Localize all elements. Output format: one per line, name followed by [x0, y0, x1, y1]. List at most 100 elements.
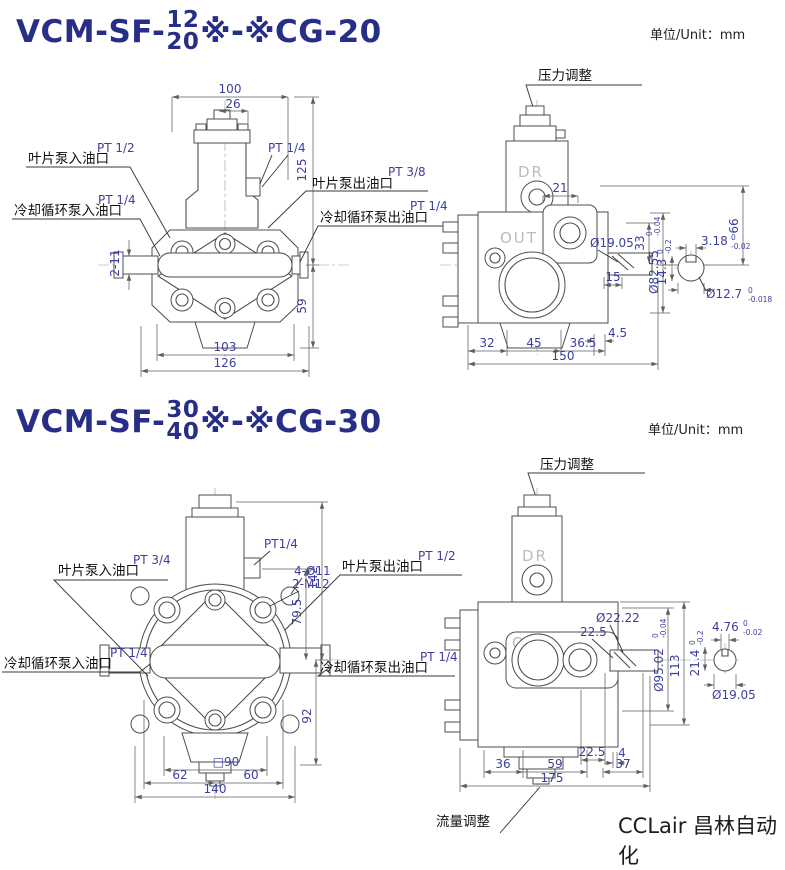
dim-body-dia-tol-top: 0	[651, 633, 660, 638]
pressure-valve-tower	[185, 109, 261, 229]
dim-key-width-tol-bot: -0.02	[731, 242, 751, 251]
dim-4p5: 4.5	[608, 326, 627, 340]
label-vane-outlet: 叶片泵出油口	[312, 176, 393, 192]
top-port-stub	[245, 177, 261, 197]
dim-100: 100	[219, 82, 242, 96]
front-dimensions-pump30: PT1/4 4-Ø11 2-M12 142 79.5 92 □90 62	[134, 501, 331, 803]
dim-key-height-tol-bot: -0.2	[696, 630, 705, 645]
dim-key-width: 3.18	[701, 234, 728, 248]
dim-59: 59	[295, 298, 309, 313]
dim-key-height-tol-top: 0	[688, 640, 697, 645]
pump-body-front	[113, 229, 309, 349]
dim-key-width-tol-top: 0	[731, 233, 736, 242]
pump-body-side: DR OUT	[442, 105, 653, 349]
dim-150: 150	[552, 349, 575, 363]
side-dimensions-pump30: Ø22.22 22.5 Ø95.02 0 -0.04 113 22.5 4	[459, 601, 690, 792]
brand-text: CCLair 昌林自动化	[618, 814, 778, 868]
shaft-detail-pump20: 3.18 0 -0.02 14.3 0 -0.2 Ø12.7 0 -0.018	[655, 233, 772, 304]
dim-body-dia-tol-bot: -0.04	[653, 216, 662, 236]
title-fraction: 30 40	[166, 399, 200, 445]
mount-foot	[181, 732, 249, 763]
dim-142: 142	[306, 567, 320, 590]
dim-key-height-tol-bot: -0.2	[664, 239, 673, 254]
dim-32: 32	[479, 336, 494, 350]
dim-36: 36	[495, 757, 510, 771]
front-port-labels-pump20: 叶片泵入油口 PT 1/2 冷却循环泵入油口 PT 1/4 叶片泵出油口 PT …	[12, 141, 448, 263]
side-view-pump30: 压力调整 DR OUT	[436, 457, 712, 834]
dim-shaft-dia: Ø19.05	[712, 688, 756, 702]
dim-body-dia: Ø82.55	[647, 250, 661, 294]
dim-22p5: 22.5	[579, 745, 606, 759]
label-vane-inlet: 叶片泵入油口	[28, 151, 109, 167]
dim-33: 33	[633, 235, 647, 250]
title-fraction-bottom: 40	[166, 418, 200, 445]
dim-key-width: 4.76	[712, 620, 739, 634]
drawing-pump20: 100 26 PT 1/4 125 59 2-11 103 126	[12, 68, 772, 377]
label-cooling-inlet: 冷却循环泵入油口	[14, 203, 122, 219]
label-pressure-adjust: 压力调整	[540, 457, 594, 473]
out-port	[511, 633, 565, 687]
label-cooling-inlet: 冷却循环泵入油口	[4, 656, 112, 672]
out-port	[553, 216, 587, 250]
shaft-section	[713, 648, 737, 672]
page-title-pump30: VCM-SF- 30 40 ※-※CG-30	[16, 399, 382, 445]
dim-sq90: □90	[213, 755, 240, 769]
side-view-pump20: 压力调整 DR OUT	[440, 68, 749, 370]
label-cooling-outlet: 冷却循环泵出油口	[320, 210, 428, 226]
unit-label-bottom: 单位/Unit：mm	[648, 423, 744, 438]
drive-shaft	[609, 649, 659, 672]
label-cooling-outlet-pt: PT 1/4	[410, 199, 448, 213]
dim-21: 21	[552, 181, 567, 195]
front-view-pump20: 100 26 PT 1/4 125 59 2-11 103 126	[12, 82, 448, 377]
label-vane-outlet-pt: PT 3/8	[388, 165, 426, 179]
dim-2-11: 2-11	[108, 249, 122, 276]
shaft-slot	[157, 252, 293, 278]
front-dimensions-pump20: 100 26 PT 1/4 125 59 2-11 103 126	[108, 82, 319, 377]
dim-79p5: 79.5	[290, 599, 304, 626]
dim-45: 45	[526, 336, 541, 350]
pressure-adjust-callout: 压力调整	[527, 457, 645, 498]
dim-4: 4	[618, 746, 626, 760]
dim-key-height-tol-top: 0	[656, 249, 665, 254]
dim-body-dia-tol-top: 0	[645, 231, 654, 236]
label-vane-outlet-pt: PT 1/2	[418, 549, 456, 563]
label-vane-inlet: 叶片泵入油口	[58, 563, 139, 579]
title-fraction-bottom: 20	[166, 28, 200, 55]
out-port-text: OUT	[500, 229, 538, 247]
pump-body-front	[99, 583, 331, 787]
label-cooling-inlet-pt: PT 1/4	[98, 193, 136, 207]
shaft-section	[677, 254, 705, 282]
dim-125: 125	[295, 159, 309, 182]
top-port-stub	[243, 557, 261, 579]
dim-shaft-dia-tol-bot: -0.018	[748, 295, 772, 304]
label-vane-inlet-pt: PT 1/2	[97, 141, 135, 155]
shaft-slot	[149, 644, 281, 679]
shaft-stub-right	[291, 255, 301, 275]
dim-113: 113	[668, 655, 682, 678]
label-cooling-inlet-pt: PT 1/4	[110, 646, 148, 660]
pressure-adjust-callout: 压力调整	[525, 68, 642, 111]
dim-shaft-dia: Ø12.7	[706, 287, 742, 301]
flow-adjust-callout: 流量调整	[436, 786, 541, 834]
dim-body-dia: Ø95.02	[652, 648, 666, 692]
dim-shaft-dia-tol-top: 0	[748, 286, 753, 295]
dim-66: 66	[727, 218, 741, 233]
label-vane-inlet-pt: PT 3/4	[133, 553, 171, 567]
mount-foot	[194, 321, 256, 349]
title-prefix: VCM-SF-	[16, 403, 166, 440]
dim-60: 60	[243, 768, 258, 782]
title-suffix: ※-※CG-20	[200, 13, 382, 50]
dim-key-height: 14.3	[655, 259, 669, 286]
mount-foot-side	[499, 322, 571, 349]
dim-key-height: 21.4	[688, 650, 702, 677]
shaft-detail-pump30: 4.76 0 -0.02 21.4 0 -0.2 Ø19.05	[688, 619, 763, 702]
dim-36p5: 36.5	[570, 336, 597, 350]
dim-key-dia: Ø19.05	[590, 236, 634, 250]
dim-pt-top: PT 1/4	[268, 141, 306, 155]
dim-pt-top: PT1/4	[264, 537, 298, 551]
dim-92: 92	[300, 708, 314, 723]
dim-key-width-tol-top: 0	[743, 619, 748, 628]
title-fraction-top: 12	[166, 7, 200, 33]
front-port-labels-pump30: 叶片泵入油口 PT 3/4 冷却循环泵入油口 PT 1/4 叶片泵出油口 PT …	[2, 549, 462, 677]
front-view-pump30: PT1/4 4-Ø11 2-M12 142 79.5 92 □90 62	[2, 488, 462, 803]
